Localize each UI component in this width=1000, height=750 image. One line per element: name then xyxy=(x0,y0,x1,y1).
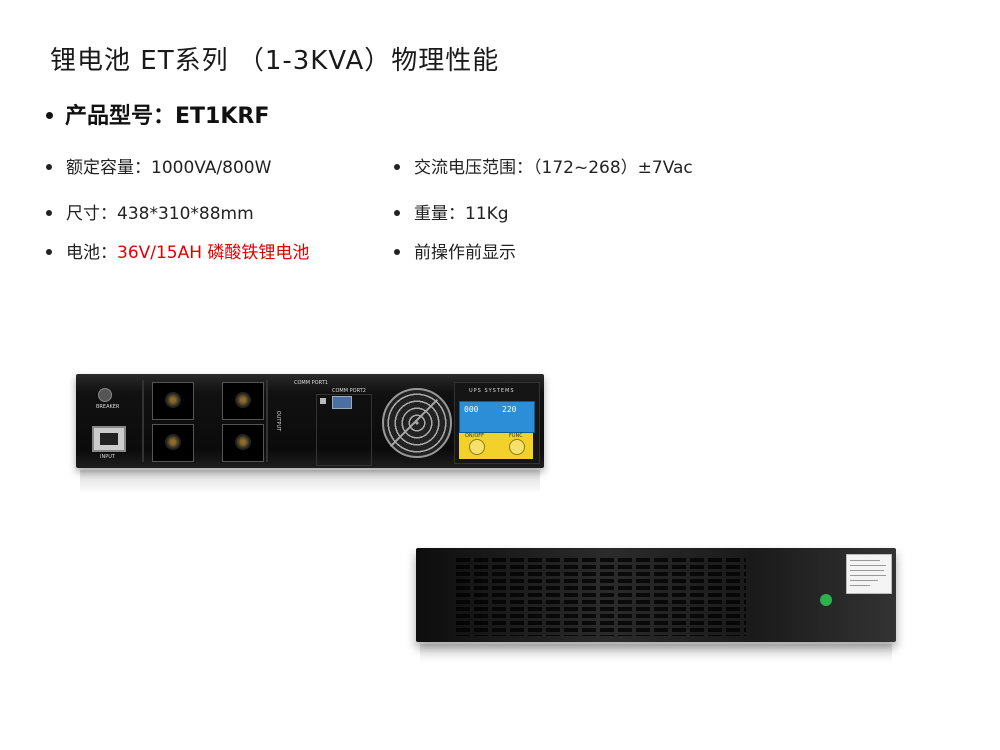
comm-port-connector xyxy=(320,398,326,404)
spec-value: 36V/15AH 磷酸铁锂电池 xyxy=(117,243,310,263)
panel-divider xyxy=(266,380,268,462)
output-socket xyxy=(222,382,264,420)
page-title: 锂电池 ET系列 （1-3KVA）物理性能 xyxy=(50,46,500,76)
power-button-icon xyxy=(469,439,485,455)
spec-rated-capacity: 额定容量：1000VA/800W xyxy=(46,153,271,178)
spec-label: 尺寸： xyxy=(66,204,117,224)
spec-front-operation: 前操作前显示 xyxy=(394,238,516,263)
bullet-icon xyxy=(46,111,53,119)
model-value: ET1KRF xyxy=(175,104,270,129)
breaker-label: BREAKER xyxy=(96,404,120,410)
spec-sticker-label xyxy=(846,554,892,594)
output-socket xyxy=(222,424,264,462)
bullet-icon xyxy=(394,209,400,216)
lcd-right-reading: 220 xyxy=(502,405,517,414)
vent-grille xyxy=(456,558,746,636)
ups-front-panel-image: BREAKER INPUT OUTPUT COMM PORT1 COMM POR… xyxy=(76,374,544,468)
spec-dimensions: 尺寸：438*310*88mm xyxy=(46,199,254,224)
spec-battery: 电池：36V/15AH 磷酸铁锂电池 xyxy=(46,238,309,263)
func-label: FUNC xyxy=(509,433,523,439)
serial-port xyxy=(332,396,352,409)
spec-label: 交流电压范围： xyxy=(414,158,533,178)
front-panel-reflection xyxy=(80,470,540,494)
spec-value: 11Kg xyxy=(465,204,509,224)
output-socket xyxy=(152,382,194,420)
side-view-reflection xyxy=(420,644,892,664)
product-model: 产品型号：ET1KRF xyxy=(46,98,269,130)
power-inlet xyxy=(92,426,126,452)
spec-value: 438*310*88mm xyxy=(117,204,254,224)
comm-slot xyxy=(316,394,372,466)
spec-weight: 重量：11Kg xyxy=(394,199,509,224)
spec-label: 额定容量： xyxy=(66,158,151,178)
lcd-left-reading: 000 xyxy=(464,405,479,414)
panel-divider xyxy=(142,380,144,462)
spec-label: 重量： xyxy=(414,204,465,224)
spec-value: 1000VA/800W xyxy=(151,158,272,178)
control-panel: UPS SYSTEMS 000 220 ON/OFF FUNC xyxy=(454,382,540,464)
bullet-icon xyxy=(394,163,400,170)
input-label: INPUT xyxy=(100,454,115,460)
output-socket xyxy=(152,424,194,462)
fan-grille xyxy=(382,388,452,458)
spec-value: （172~268）±7Vac xyxy=(533,158,693,178)
spec-ac-voltage-range: 交流电压范围：（172~268）±7Vac xyxy=(394,153,693,178)
model-label: 产品型号： xyxy=(65,104,176,129)
comm-port1-label: COMM PORT1 xyxy=(294,380,328,386)
spec-label: 电池： xyxy=(66,243,117,263)
ups-side-view-image xyxy=(416,548,896,642)
bullet-icon xyxy=(46,163,52,170)
spec-label: 前操作前显示 xyxy=(414,243,516,263)
panel-title: UPS SYSTEMS xyxy=(469,388,515,394)
onoff-label: ON/OFF xyxy=(465,433,485,439)
bullet-icon xyxy=(46,248,52,255)
green-sticker xyxy=(820,594,832,606)
button-area: ON/OFF FUNC xyxy=(459,433,533,459)
breaker-switch xyxy=(98,388,112,402)
output-label: OUTPUT xyxy=(275,410,282,432)
bullet-icon xyxy=(46,209,52,216)
func-button-icon xyxy=(509,439,525,455)
lcd-display: 000 220 xyxy=(459,401,535,433)
comm-port2-label: COMM PORT2 xyxy=(332,388,366,394)
bullet-icon xyxy=(394,248,400,255)
